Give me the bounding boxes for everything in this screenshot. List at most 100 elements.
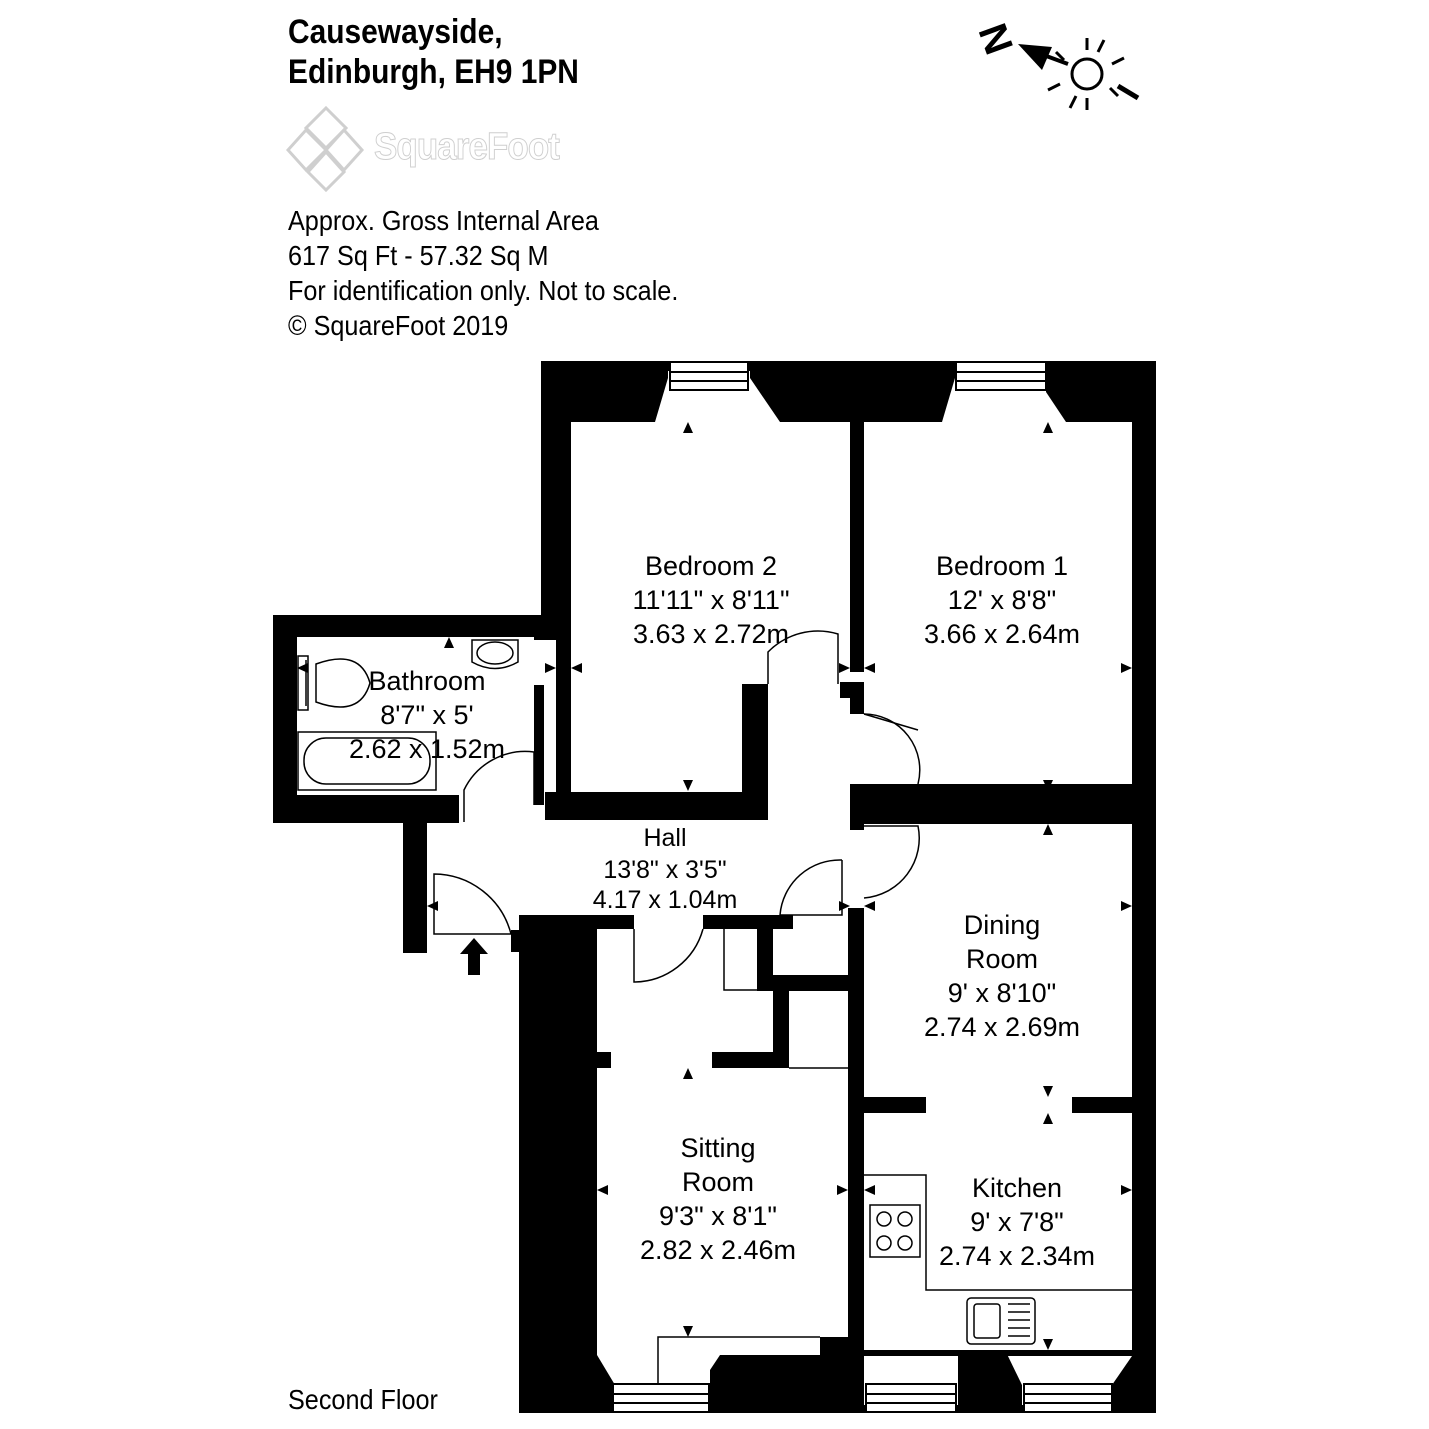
kitchen-name: Kitchen [972,1173,1062,1203]
wall-cupboard-1 [757,915,773,975]
door-entrance [433,873,512,935]
sun-icon [1047,38,1140,110]
kitchen-sink-icon [966,1297,1036,1345]
dining-name-1: Dining [964,910,1041,940]
wall-sitting-top-left [519,915,634,929]
wall-sitting-top-mid [703,915,793,929]
wall-kitchen-bottom [864,1350,1156,1356]
wall-bath-top [273,615,556,637]
wall-sitting-bottom-right [710,1337,864,1412]
wall-bath-bottom [273,795,459,823]
area-heading: Approx. Gross Internal Area [288,205,599,236]
door-sitting-upper [779,859,843,916]
hall-imperial: 13'8" x 3'5" [603,856,726,884]
sink-icon [471,639,519,670]
wall-bath-right [534,685,544,805]
wall-bed2-left-upper [541,371,571,636]
compass-north-label: N [970,18,1021,60]
kitchen-metric: 2.74 x 2.34m [939,1241,1095,1271]
bedroom2-name: Bedroom 2 [645,551,777,581]
door-sitting [633,928,704,983]
wall-bed1-bottom-base [850,784,1132,824]
wall-sitting-left [519,915,597,1412]
wall-hall-left [403,823,427,953]
kitchen-imperial: 9' x 7'8" [970,1207,1063,1237]
bathtub-icon [297,731,437,791]
hob-icon [869,1204,921,1258]
bedroom1-name: Bedroom 1 [936,551,1068,581]
walls [273,361,1156,1413]
wall-dining-kitchen-right [1072,1097,1132,1113]
door-dining [863,825,920,899]
wall-bed1-top-right [1046,371,1156,422]
window-sitting [612,1383,710,1413]
wall-dining-kitchen-left [864,1097,926,1113]
wall-sitting-bottom-left [519,1355,615,1412]
toilet-icon [305,658,371,708]
wall-bed1-bottom-left [850,784,864,830]
wall-cupboard-4 [712,1052,789,1068]
wall-cupboard-stub [597,1052,611,1068]
wall-divider-stub [840,682,864,698]
kitchen-worktop [864,1174,1132,1291]
wall-kitchen-bottom-right [1112,1356,1156,1412]
bedroom2-imperial: 11'11" x 8'11" [632,585,789,615]
door-bedroom2 [767,630,839,684]
dining-name-2: Room [966,944,1038,974]
squarefoot-logo-icon [285,105,365,193]
wall-right-outer [1132,361,1156,1413]
address-line-2: Edinburgh, EH9 1PN [288,53,579,91]
property-address: Causewayside, Edinburgh, EH9 1PN [288,12,579,92]
sitting-metric: 2.82 x 2.46m [640,1235,796,1265]
wall-top-outer [541,361,1156,371]
wall-sitting-right [848,908,864,1413]
sitting-imperial: 9'3" x 8'1" [659,1201,777,1231]
wall-bed2-cupboard-top [742,684,768,696]
hall-name: Hall [643,824,686,852]
area-value: 617 Sq Ft - 57.32 Sq M [288,240,549,271]
floor-label: Second Floor [288,1384,438,1415]
area-info: Approx. Gross Internal Area 617 Sq Ft - … [288,203,678,343]
wall-bed2-bottom [545,792,757,820]
compass: N [970,18,1140,110]
wall-bedroom-divider [850,422,864,672]
copyright: © SquareFoot 2019 [288,310,509,341]
wall-bed2-left-lower [556,636,571,806]
wall-cupboard-2 [757,975,850,991]
bedroom1-metric: 3.66 x 2.64m [924,619,1080,649]
room-labels: Bedroom 2 11'11" x 8'11" 3.63 x 2.72m Be… [349,551,1095,1271]
wall-divider-end [850,698,864,714]
hall-metric: 4.17 x 1.04m [593,886,738,914]
window-bed2 [669,361,749,391]
wall-kitchen-bottom-mid [958,1350,1022,1412]
window-kitchen-left [865,1383,957,1413]
wall-bed2-top-left [541,371,668,422]
windows [612,361,1113,1413]
wall-bottom-outer [519,1405,1156,1413]
address-line-1: Causewayside, [288,13,503,51]
wall-bath-left [273,615,297,823]
bathroom-name: Bathroom [368,666,485,696]
squarefoot-logo: SquareFoot [285,104,596,194]
door-bathroom [463,750,535,822]
bedroom1-imperial: 12' x 8'8" [948,585,1056,615]
doors [433,630,921,983]
dining-imperial: 9' x 8'10" [948,978,1056,1008]
disclaimer: For identification only. Not to scale. [288,275,679,306]
window-kitchen-right [1023,1383,1113,1413]
sitting-name-1: Sitting [680,1133,755,1163]
wall-bed2-top-right [750,371,860,422]
dining-metric: 2.74 x 2.69m [924,1012,1080,1042]
bathroom-imperial: 8'7" x 5' [380,700,473,730]
kitchen-fixtures [657,929,1132,1385]
wall-bath-right-top [534,615,556,640]
wall-bed2-cupboard [742,684,768,820]
north-arrow-icon [1018,44,1069,70]
sitting-name-2: Room [682,1167,754,1197]
entrance-arrow-icon [460,938,488,975]
wall-cupboard-3 [773,991,789,1055]
bedroom2-metric: 3.63 x 2.72m [633,619,789,649]
measurement-markers [297,422,1132,1350]
window-bed1 [955,361,1047,391]
